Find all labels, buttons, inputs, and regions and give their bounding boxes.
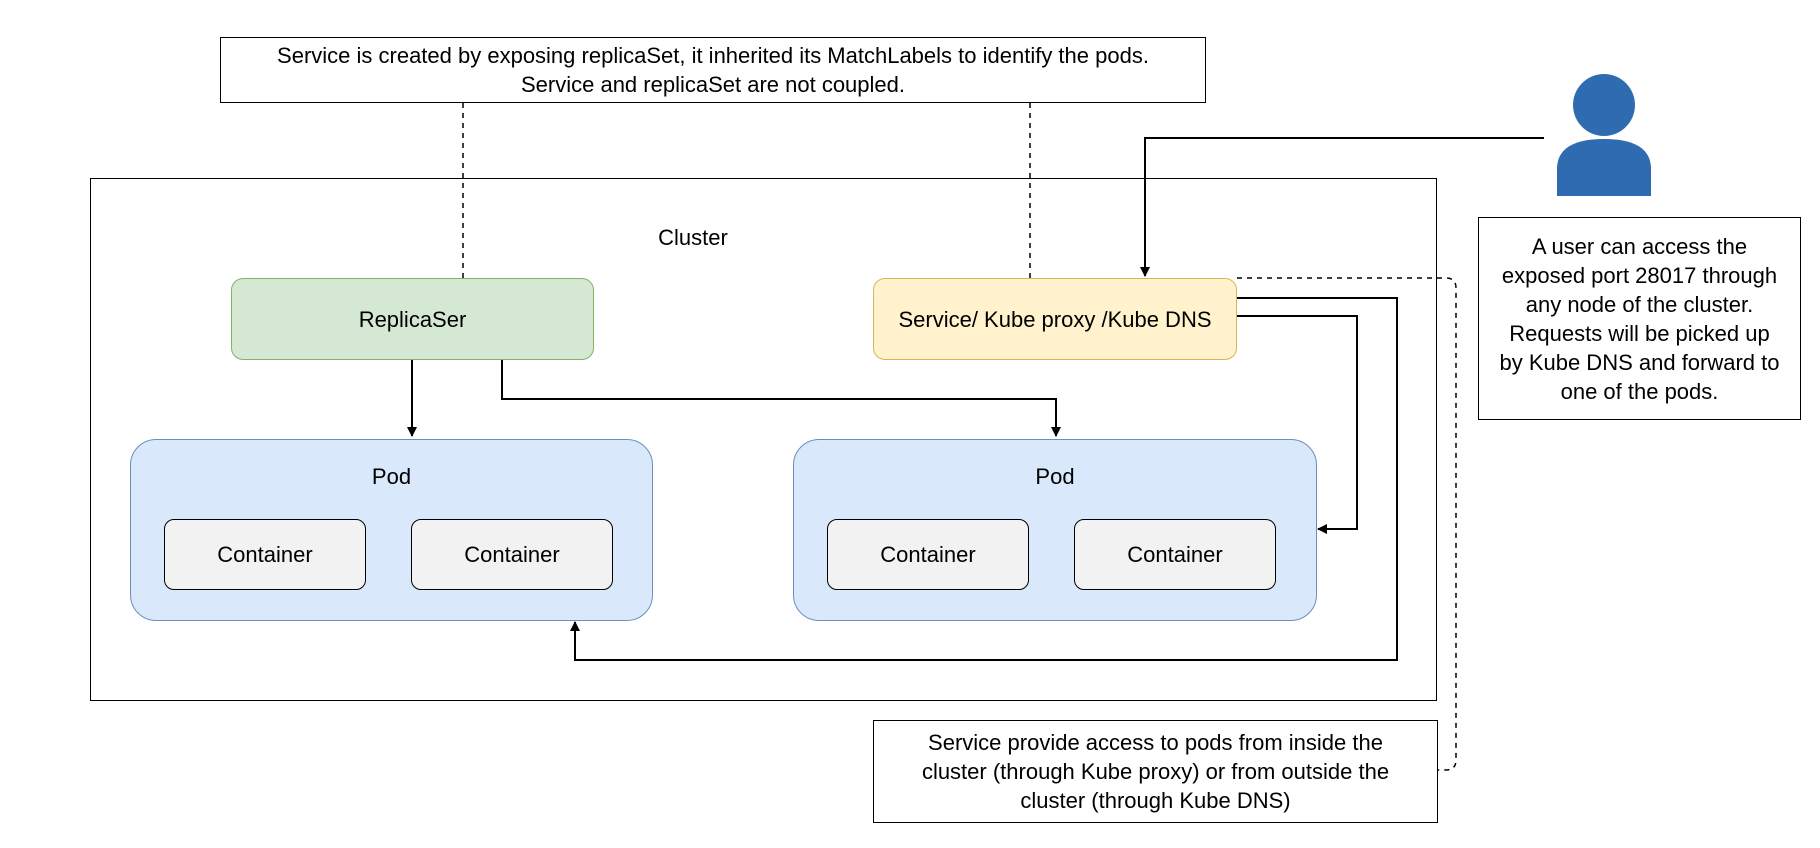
pod-left-label: Pod [371, 464, 412, 489]
replicaset-node: ReplicaSer [231, 278, 594, 360]
cluster-boundary [90, 178, 1437, 701]
arrow-service-to-pod-left [570, 297, 1398, 661]
user-access-note: A user can access the exposed port 28017… [1478, 217, 1801, 420]
service-creation-note: Service is created by exposing replicaSe… [220, 37, 1206, 103]
arrow-service-to-pod-right [1237, 315, 1358, 534]
arrow-replicaset-to-pod-right [501, 360, 1061, 437]
dashed-link-service-to-note [1237, 277, 1457, 771]
arrow-user-to-service [1140, 137, 1544, 277]
service-access-note: Service provide access to pods from insi… [873, 720, 1438, 823]
cluster-label: Cluster [658, 225, 728, 250]
user-icon [1557, 74, 1651, 196]
pod-right-container-1: Container [827, 519, 1029, 590]
pod-left-container-1: Container [164, 519, 366, 590]
pod-right-label: Pod [1035, 464, 1075, 489]
pod-right-container-2: Container [1074, 519, 1276, 590]
service-node: Service/ Kube proxy /Kube DNS [873, 278, 1237, 360]
pod-left-container-2: Container [411, 519, 613, 590]
